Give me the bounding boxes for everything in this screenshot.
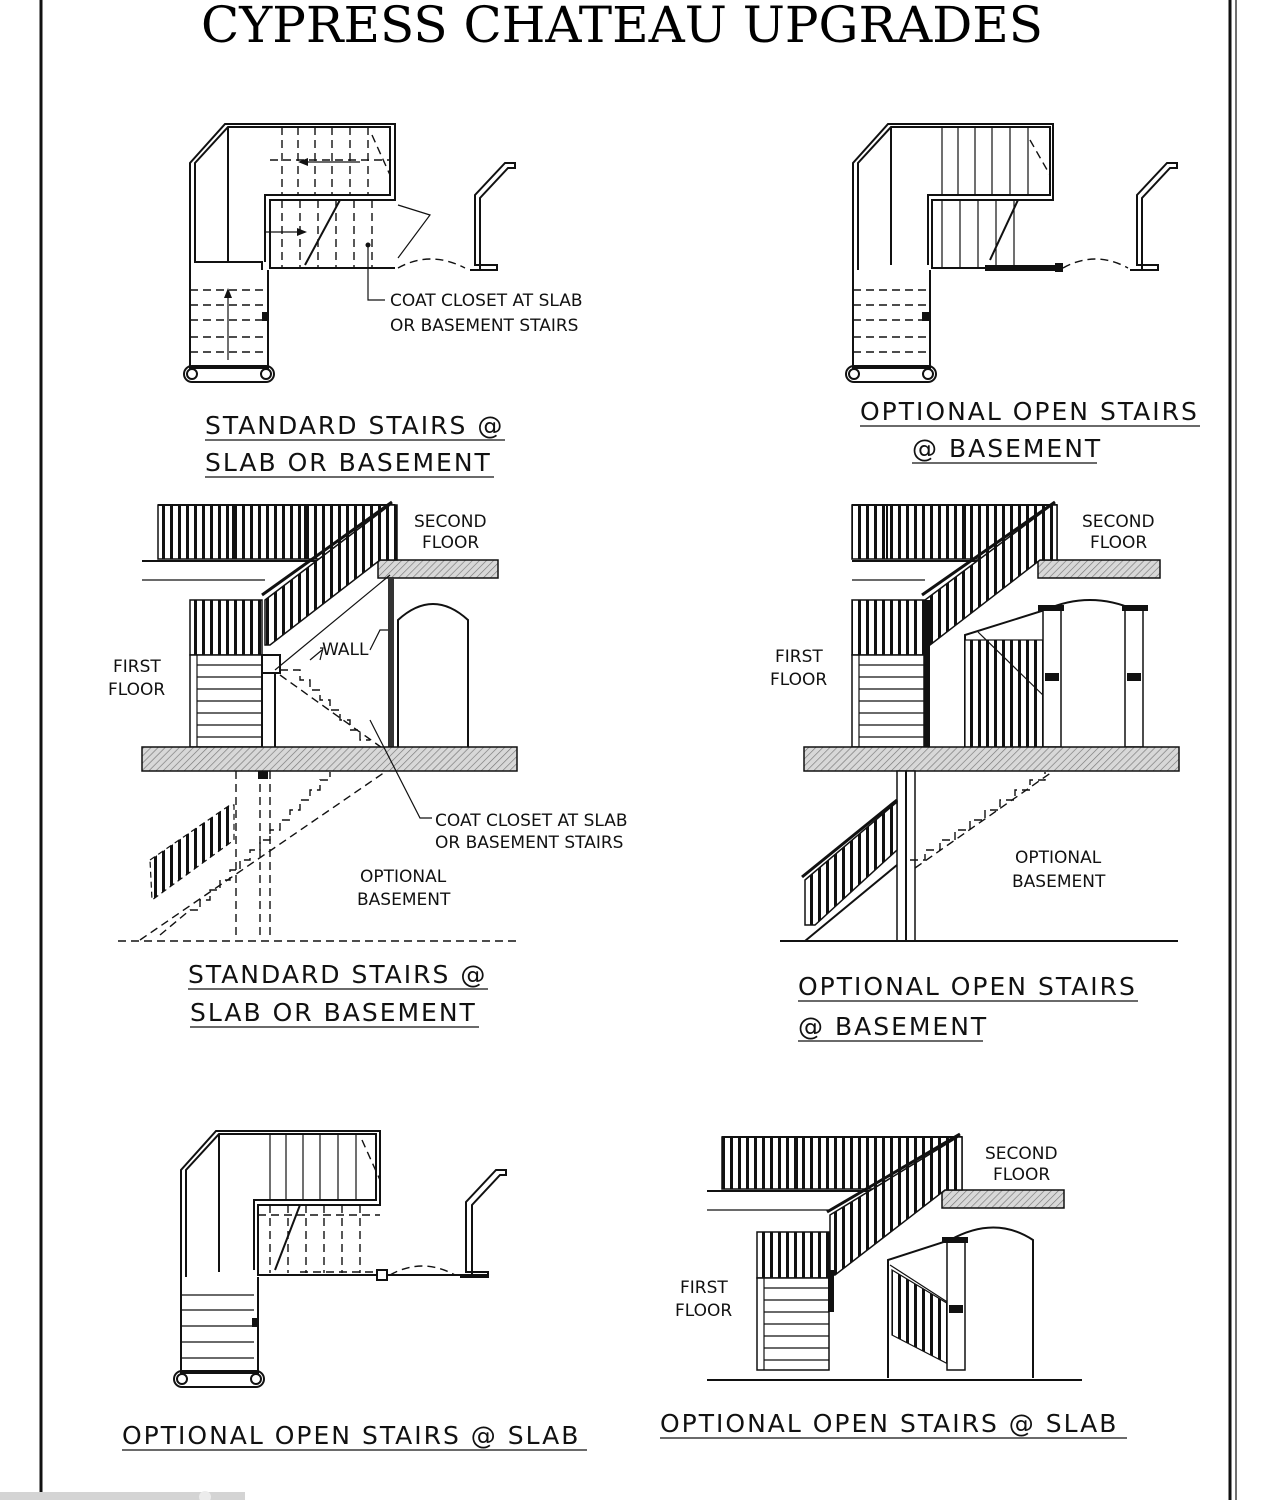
optional-basement-label-line1: OPTIONAL <box>360 867 447 887</box>
horizontal-scrollbar[interactable] <box>0 1492 245 1500</box>
caption-elev-open-slab: OPTIONAL OPEN STAIRS @ SLAB <box>660 1409 1118 1438</box>
elevation-open-basement: SECOND FLOOR FIRST FLOOR OPTIONAL BASEME… <box>770 500 1180 942</box>
plan-open-slab <box>173 1130 507 1388</box>
scrollbar-thumb[interactable] <box>199 1491 211 1500</box>
caption-plan-open-slab: OPTIONAL OPEN STAIRS @ SLAB <box>122 1421 580 1450</box>
elevation-standard-stairs: WALL SECOND FLOOR FIRST FLOOR COAT CLOSE… <box>108 500 628 942</box>
second-floor-label-3-line1: SECOND <box>985 1144 1058 1164</box>
first-floor-label-line1: FIRST <box>113 657 161 677</box>
second-floor-label-line2: FLOOR <box>422 533 479 553</box>
coat-closet-note-line1: COAT CLOSET AT SLAB <box>390 291 583 311</box>
plan-open-basement <box>845 123 1178 383</box>
first-floor-label-3-line2: FLOOR <box>675 1301 732 1321</box>
first-floor-label-line2: FLOOR <box>108 680 165 700</box>
caption-plan-standard-line1: STANDARD STAIRS @ <box>205 411 504 440</box>
optional-basement-label-line2: BASEMENT <box>357 890 451 910</box>
second-floor-label-3-line2: FLOOR <box>993 1165 1050 1185</box>
page-title: CYPRESS CHATEAU UPGRADES <box>201 0 1043 54</box>
caption-plan-open-basement-line1: OPTIONAL OPEN STAIRS <box>860 397 1199 426</box>
first-floor-label-3-line1: FIRST <box>680 1278 728 1298</box>
second-floor-label-2-line2: FLOOR <box>1090 533 1147 553</box>
caption-elev-standard-line1: STANDARD STAIRS @ <box>188 960 487 989</box>
second-floor-label-line1: SECOND <box>414 512 487 532</box>
optional-basement-label-2-line2: BASEMENT <box>1012 872 1106 892</box>
elevation-open-slab: SECOND FLOOR FIRST FLOOR <box>675 1132 1082 1381</box>
first-floor-label-2-line1: FIRST <box>775 647 823 667</box>
caption-elev-standard-line2: SLAB OR BASEMENT <box>190 998 477 1027</box>
second-floor-label-2-line1: SECOND <box>1082 512 1155 532</box>
coat-closet-elev-line2: OR BASEMENT STAIRS <box>435 833 623 853</box>
wall-label: WALL <box>322 640 369 660</box>
caption-elev-open-basement-line1: OPTIONAL OPEN STAIRS <box>798 972 1137 1001</box>
first-floor-label-2-line2: FLOOR <box>770 670 827 690</box>
coat-closet-note-line2: OR BASEMENT STAIRS <box>390 316 578 336</box>
plan-standard-stairs: COAT CLOSET AT SLAB OR BASEMENT STAIRS <box>183 123 583 383</box>
coat-closet-elev-line1: COAT CLOSET AT SLAB <box>435 811 628 831</box>
caption-plan-open-basement-line2: @ BASEMENT <box>912 434 1102 463</box>
caption-elev-open-basement-line2: @ BASEMENT <box>798 1012 988 1041</box>
caption-plan-standard-line2: SLAB OR BASEMENT <box>205 448 492 477</box>
optional-basement-label-2-line1: OPTIONAL <box>1015 848 1102 868</box>
